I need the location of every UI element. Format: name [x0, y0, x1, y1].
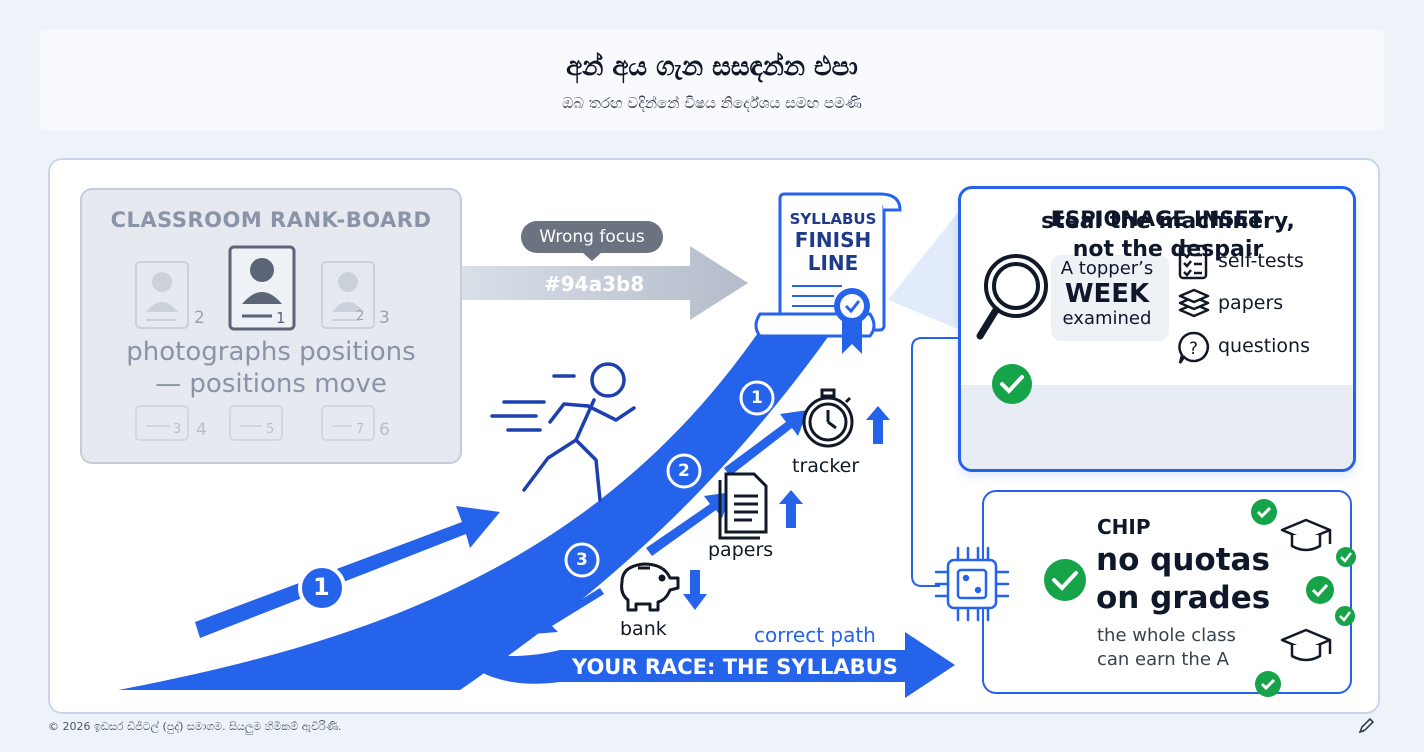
tagline-line2: not the despair — [1072, 237, 1264, 262]
chip-subtext: the whole class can earn the A — [1097, 624, 1236, 672]
rank-number-2: 2 — [194, 308, 205, 328]
topper-week-box — [1051, 255, 1169, 341]
espionage-tagline: steal the machinery, not the despair — [998, 208, 1338, 264]
rank-number-6: 6 — [379, 420, 390, 440]
race-arrow — [440, 630, 955, 698]
chip-check-icon — [1044, 559, 1086, 601]
esp-item-questions: questions — [1218, 335, 1310, 357]
checklist-icon — [1178, 244, 1208, 280]
rank-number-2b: 2 — [356, 309, 365, 324]
rank-number-3b: 3 — [173, 422, 182, 437]
topper-week-text: A topper’s WEEK examined — [1054, 258, 1160, 330]
papers-doc-icon — [718, 472, 768, 540]
tagline-line1: steal the machinery, — [1041, 209, 1295, 234]
week-line2: WEEK — [1064, 279, 1150, 309]
magnifier-icon — [976, 254, 1048, 340]
finish-line-line: LINE — [807, 251, 859, 275]
chip-icon — [934, 546, 1010, 622]
svg-text:?: ? — [1189, 339, 1198, 359]
rank-number-1: 1 — [276, 309, 286, 327]
race-label: YOUR RACE: THE SYLLABUS — [572, 655, 898, 679]
finish-line-finish: FINISH — [794, 228, 872, 252]
rank-number-5: 5 — [266, 422, 275, 437]
esp-check-icon — [992, 364, 1032, 404]
rank-caption-line1: photographs positions — [126, 337, 416, 367]
chip-headline: no quotas on grades — [1096, 541, 1270, 617]
espionage-tagline-band — [961, 385, 1353, 469]
chip-sub-line2: can earn the A — [1097, 649, 1229, 670]
rank-number-3: 3 — [379, 308, 390, 328]
paper-stack-icon — [1178, 288, 1210, 318]
piggy-bank-icon — [620, 562, 680, 612]
chip-label: CHIP — [1097, 515, 1151, 539]
pen-icon — [1358, 717, 1375, 734]
wrong-focus-pill: Wrong focus — [521, 221, 663, 253]
question-bubble-icon: ? — [1178, 331, 1210, 364]
header-banner: අන් අය ගැන සසඳන්න එපා ඔබ තරඟ වදින්නේ විෂ… — [40, 30, 1384, 130]
bank-down-arrow — [683, 570, 707, 610]
rank-board-caption: photographs positions — positions move — [82, 336, 460, 400]
step2-arrow — [646, 492, 732, 556]
rank-board-title: CLASSROOM RANK-BOARD — [110, 208, 432, 232]
espionage-title: ESPIONAGE INSET — [1050, 207, 1264, 231]
page-subtitle: ඔබ තරඟ වදින්නේ විෂය නිර්දේශය සමඟ පමණි — [562, 94, 862, 112]
esp-item-self-tests: self-tests — [1218, 250, 1304, 272]
finish-line-label: SYLLABUS FINISH LINE — [783, 210, 883, 274]
bank-label: bank — [620, 618, 667, 640]
page-title: අන් අය ගැන සසඳන්න එපා — [566, 52, 858, 82]
step1-badge: 1 — [751, 388, 763, 408]
step3-badge: 3 — [576, 550, 588, 570]
wrong-climb-arrow — [195, 506, 500, 638]
chip-headline-line1: no quotas — [1096, 542, 1270, 578]
inset-projection — [888, 210, 960, 330]
chip-headline-line2: on grades — [1096, 580, 1271, 616]
finish-line-scroll-icon — [754, 192, 902, 354]
papers-label: papers — [708, 539, 774, 561]
pill-pointer — [582, 252, 602, 261]
runner-icon — [490, 362, 636, 502]
main-badge: 1 — [313, 573, 330, 601]
wrong-focus-arrow — [420, 246, 748, 320]
rank-number-7: 7 — [356, 422, 365, 437]
papers-up-arrow — [779, 490, 803, 528]
footer-copyright: © 2026 ඉඩසර ඩිජිටල් (පුද්) සමාගම. සියලුම… — [48, 720, 342, 733]
step1-arrow — [724, 410, 808, 476]
wrong-focus-arrow-text: #94a3b8 — [544, 272, 645, 296]
correct-path-label: correct path — [754, 623, 876, 647]
step3-arrow — [532, 588, 604, 634]
tracker-up-arrow — [866, 406, 890, 444]
rank-number-4: 4 — [196, 420, 207, 440]
chip-sub-line1: the whole class — [1097, 625, 1236, 646]
rank-caption-line2: — positions move — [155, 369, 387, 399]
esp-item-papers: papers — [1218, 292, 1284, 314]
week-line3: examined — [1062, 308, 1152, 329]
week-line1: A topper’s — [1060, 258, 1154, 279]
finish-line-syllabus: SYLLABUS — [789, 210, 877, 228]
syllabus-ramp — [118, 320, 840, 690]
inset-chip-connector — [911, 337, 962, 587]
tracker-label: tracker — [792, 455, 860, 477]
stopwatch-icon — [802, 388, 854, 448]
step2-badge: 2 — [678, 461, 690, 481]
espionage-inset: ESPIONAGE INSET — [958, 186, 1356, 472]
